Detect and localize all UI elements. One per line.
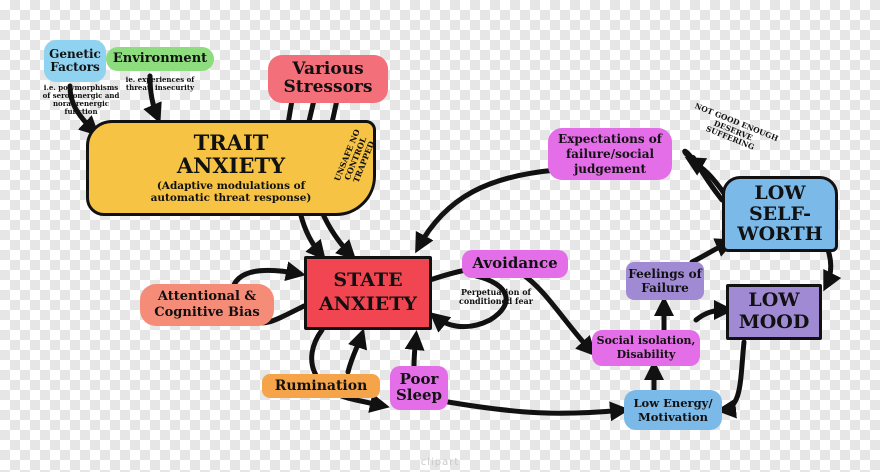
social-isolation-label: Social isolation, Disability: [596, 334, 696, 361]
low-mood-node: LOW MOOD: [726, 284, 822, 340]
feelings-of-failure-node: Feelings of Failure: [626, 262, 704, 300]
arrow-state-to-avoidance: [427, 267, 469, 283]
low-self-worth-label: LOW SELF-WORTH: [737, 181, 823, 246]
watermark: clipart: [420, 457, 460, 468]
avoidance-label: Avoidance: [472, 254, 558, 273]
arrow-environment-to-trait: [143, 73, 162, 124]
perpetuation-note: Perpetuation of conditioned fear: [459, 287, 533, 307]
arrow-avoidance-to-isolation: [519, 271, 597, 357]
arrow-trait-to-state-a: [297, 209, 326, 261]
attentional-bias-node: Attentional & Cognitive Bias: [140, 284, 274, 326]
arrow-genetic-to-trait: [67, 83, 100, 137]
low-energy-label: Low Energy/ Motivation: [633, 395, 713, 424]
state-anxiety-node: STATE ANXIETY: [304, 256, 432, 330]
arrow-isolation-to-lowmood: [693, 300, 734, 323]
arrow-sleep-to-energy: [445, 399, 630, 422]
state-anxiety-label: STATE ANXIETY: [319, 269, 417, 315]
trait-anxiety-title: TRAIT ANXIETY: [176, 130, 286, 179]
arrow-lowmood-to-energy: [716, 339, 747, 419]
arrow-sleep-to-state: [404, 330, 425, 369]
various-stressors-label: Various Stressors: [283, 59, 373, 97]
genetic-factors-label: Genetic Factors: [49, 47, 101, 74]
low-energy-node: Low Energy/ Motivation: [624, 390, 722, 430]
arrow-trait-to-state-b: [319, 209, 357, 261]
genetic-factors-node: Genetic Factors: [44, 40, 106, 82]
low-mood-label: LOW MOOD: [738, 289, 810, 333]
poor-sleep-node: Poor Sleep: [390, 366, 448, 410]
trait-anxiety-node: TRAIT ANXIETY (Adaptive modulations of a…: [86, 120, 376, 216]
trait-anxiety-subtitle: (Adaptive modulations of automatic threa…: [150, 179, 312, 205]
various-stressors-node: Various Stressors: [268, 55, 388, 103]
arrow-rumination-to-state: [345, 328, 368, 375]
attentional-bias-label: Attentional & Cognitive Bias: [154, 289, 260, 320]
social-isolation-node: Social isolation, Disability: [592, 330, 700, 366]
rumination-node: Rumination: [262, 374, 380, 398]
avoidance-node: Avoidance: [462, 250, 568, 278]
expectations-node: Expectations of failure/social judgement: [548, 128, 672, 180]
genetic-note: i.e. polymorphisms of serotonergic and n…: [42, 83, 120, 117]
arrow-selfworth-to-lowmood: [823, 247, 842, 292]
environment-node: Environment: [106, 47, 214, 71]
arrow-expectations-to-state: [415, 167, 559, 254]
low-self-worth-node: LOW SELF-WORTH: [722, 176, 838, 252]
poor-sleep-label: Poor Sleep: [395, 370, 443, 404]
feelings-of-failure-label: Feelings of Failure: [628, 266, 702, 295]
environment-note: ie. experiences of threat, insecurity: [125, 75, 195, 93]
environment-label: Environment: [112, 51, 208, 67]
arrow-avoidance-loop: [429, 273, 509, 333]
rumination-label: Rumination: [274, 377, 368, 394]
expectations-label: Expectations of failure/social judgement: [558, 131, 662, 176]
